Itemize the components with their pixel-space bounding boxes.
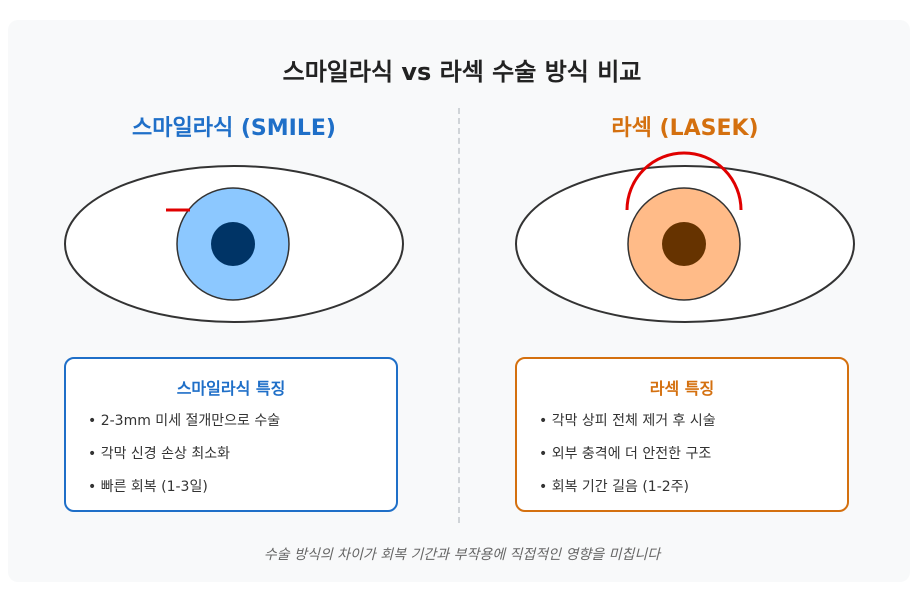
list-item: 빠른 회복 (1-3일)	[88, 477, 280, 510]
lasek-eye-diagram	[515, 151, 855, 323]
list-item: 각막 신경 손상 최소화	[88, 444, 280, 477]
lasek-epithelium-arc	[625, 151, 743, 211]
list-item: 각막 상피 전체 제거 후 시술	[539, 411, 716, 444]
lasek-features-list: 각막 상피 전체 제거 후 시술 외부 충격에 더 안전한 구조 회복 기간 길…	[539, 411, 716, 510]
diagram-title: 스마일라식 vs 라섹 수술 방식 비교	[282, 58, 642, 86]
smile-features-box: 스마일라식 특징 2-3mm 미세 절개만으로 수술 각막 신경 손상 최소화 …	[64, 357, 398, 512]
list-item: 2-3mm 미세 절개만으로 수술	[88, 411, 280, 444]
lasek-pupil	[662, 222, 706, 266]
lasek-heading: 라섹 (LASEK)	[611, 116, 759, 141]
center-divider	[458, 108, 460, 523]
lasek-features-title: 라섹 특징	[649, 379, 715, 398]
smile-heading: 스마일라식 (SMILE)	[132, 116, 336, 141]
smile-features-title: 스마일라식 특징	[176, 379, 286, 398]
smile-eye-diagram	[64, 165, 404, 323]
lasek-features-box: 라섹 특징 각막 상피 전체 제거 후 시술 외부 충격에 더 안전한 구조 회…	[515, 357, 849, 512]
diagram-caption: 수술 방식의 차이가 회복 기간과 부작용에 직접적인 영향을 미칩니다	[263, 547, 661, 563]
smile-pupil	[211, 222, 255, 266]
list-item: 회복 기간 길음 (1-2주)	[539, 477, 716, 510]
list-item: 외부 충격에 더 안전한 구조	[539, 444, 716, 477]
smile-features-list: 2-3mm 미세 절개만으로 수술 각막 신경 손상 최소화 빠른 회복 (1-…	[88, 411, 280, 510]
